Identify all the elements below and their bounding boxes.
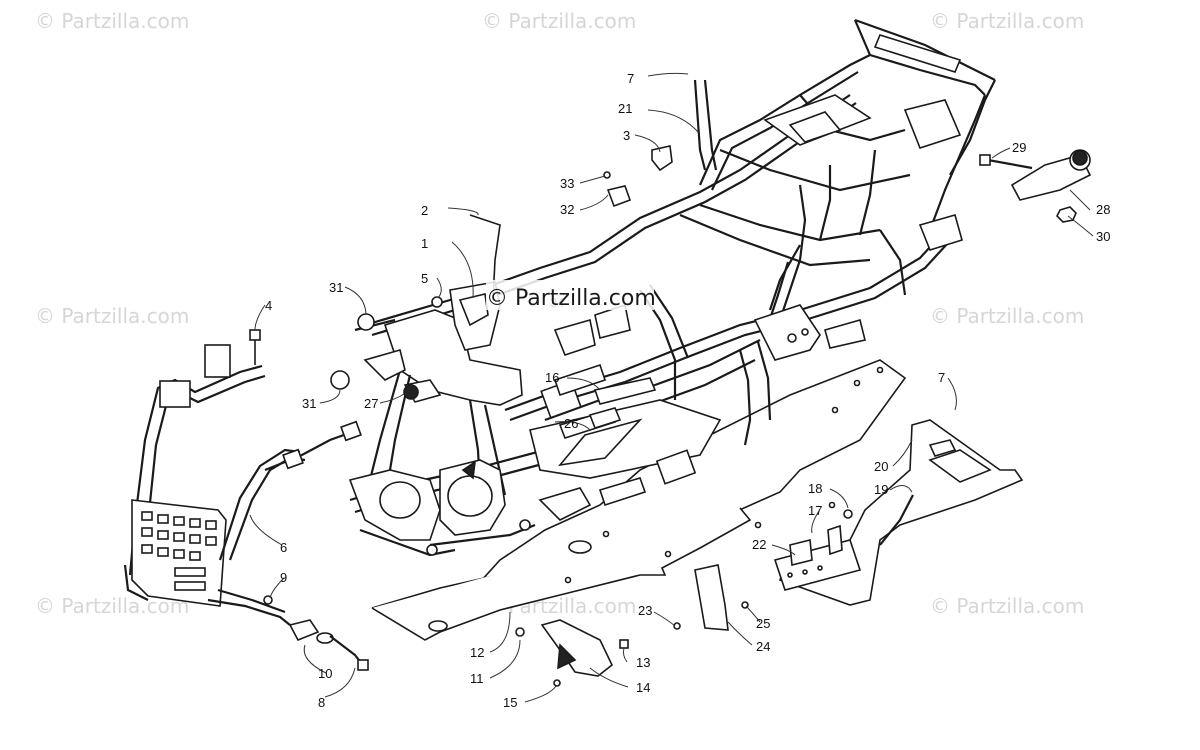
callout-7-top: 7 [627, 71, 634, 86]
callout-4: 4 [265, 298, 272, 313]
callout-28: 28 [1096, 202, 1110, 217]
front-bumper [123, 344, 362, 626]
callout-29: 29 [1012, 140, 1026, 155]
watermark-bottom-right: © Partzilla.com [930, 594, 1084, 618]
center-watermark-text: © Partzilla.com [486, 286, 656, 311]
callout-2: 2 [421, 203, 428, 218]
callout-21: 21 [618, 101, 632, 116]
callout-16: 16 [545, 370, 559, 385]
callout-26: 26 [564, 416, 578, 431]
callout-1: 1 [421, 236, 428, 251]
callout-17: 17 [808, 503, 822, 518]
center-watermark: © Partzilla.com [486, 280, 656, 311]
callout-23: 23 [638, 603, 652, 618]
callout-9: 9 [280, 570, 287, 585]
frame-drawing [123, 18, 1092, 687]
callout-18: 18 [808, 481, 822, 496]
callout-14: 14 [636, 680, 650, 695]
callout-13: 13 [636, 655, 650, 670]
watermarks: © Partzilla.com © Partzilla.com © Partzi… [35, 9, 1084, 618]
callout-10: 10 [318, 666, 332, 681]
callout-27: 27 [364, 396, 378, 411]
callout-5: 5 [421, 271, 428, 286]
callout-30: 30 [1096, 229, 1110, 244]
callout-19: 19 [874, 482, 888, 497]
callout-24: 24 [756, 639, 770, 654]
main-frame [249, 18, 1092, 687]
leader-lines [249, 72, 1094, 703]
callout-11: 11 [470, 671, 484, 686]
watermark-top-center: © Partzilla.com [482, 9, 636, 33]
callout-20: 20 [874, 459, 888, 474]
callouts: 1 2 3 4 5 6 7 7 8 9 10 11 12 13 14 15 16… [265, 71, 1110, 710]
callout-33: 33 [560, 176, 574, 191]
callout-22: 22 [752, 537, 766, 552]
callout-31-top: 31 [329, 280, 343, 295]
watermark-mid-right: © Partzilla.com [930, 304, 1084, 328]
callout-6: 6 [280, 540, 287, 555]
callout-7-right: 7 [938, 370, 945, 385]
callout-8: 8 [318, 695, 325, 710]
callout-3: 3 [623, 128, 630, 143]
callout-15: 15 [503, 695, 517, 710]
watermark-top-left: © Partzilla.com [35, 9, 189, 33]
watermark-mid-left: © Partzilla.com [35, 304, 189, 328]
callout-32: 32 [560, 202, 574, 217]
callout-25: 25 [756, 616, 770, 631]
callout-31-bottom: 31 [302, 396, 316, 411]
watermark-top-right: © Partzilla.com [930, 9, 1084, 33]
callout-12: 12 [470, 645, 484, 660]
